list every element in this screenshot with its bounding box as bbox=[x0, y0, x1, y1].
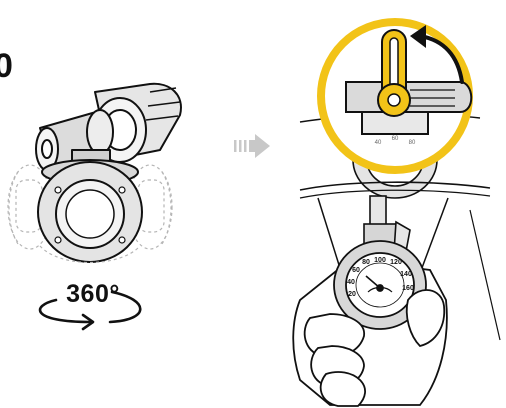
gauge-tick-label: 160 bbox=[402, 285, 414, 292]
gauge-tick-label: 20 bbox=[348, 291, 356, 298]
gauge-tick-label: 60 bbox=[392, 136, 399, 142]
next-step-arrow-icon bbox=[234, 134, 270, 158]
gauge-tick-label: 80 bbox=[409, 140, 416, 146]
gauge-tick-label: 40 bbox=[375, 140, 382, 146]
pump-on-valve-scene: 100 80 60 40 20 120 140 160 40 60 80 bbox=[292, 136, 501, 407]
rotatable-pump-head bbox=[7, 82, 182, 331]
gauge-tick-label: 120 bbox=[390, 259, 402, 266]
gauge-tick-label: 80 bbox=[362, 259, 370, 266]
lever-lift-arrow-icon bbox=[410, 25, 464, 84]
gauge-tick-label: 100 bbox=[374, 257, 386, 264]
top-gauge-tick-labels: 40 60 80 bbox=[375, 136, 416, 146]
gauge-tick-label: 60 bbox=[352, 267, 360, 274]
gauge-tick-label: 40 bbox=[347, 279, 355, 286]
pump-gauge-body bbox=[37, 159, 143, 263]
rotation-arrow-icon bbox=[38, 290, 142, 331]
fingers bbox=[303, 289, 446, 407]
rotation-label: 360° bbox=[66, 280, 120, 308]
step-number: 0 bbox=[0, 47, 13, 85]
gauge-tick-label: 140 bbox=[400, 271, 412, 278]
lever-clip bbox=[345, 29, 473, 135]
gauge-tick-labels: 100 80 60 40 20 120 140 160 bbox=[347, 257, 414, 298]
pressure-gauge bbox=[333, 240, 427, 330]
pump-t-head bbox=[35, 82, 182, 171]
lever-detail bbox=[299, 18, 481, 199]
